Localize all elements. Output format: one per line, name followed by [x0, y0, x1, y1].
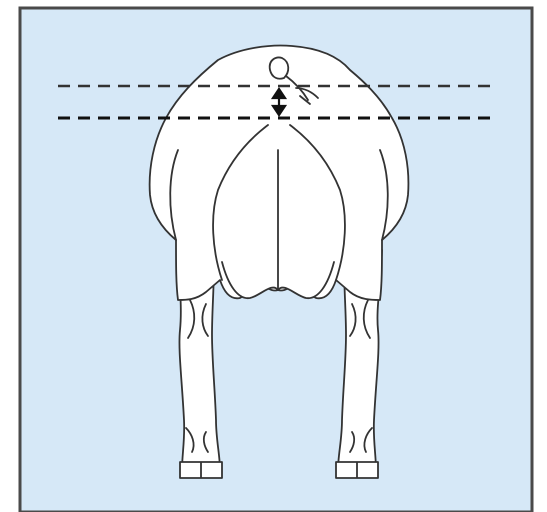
right-hoof [336, 462, 378, 478]
left-hoof [180, 462, 222, 478]
